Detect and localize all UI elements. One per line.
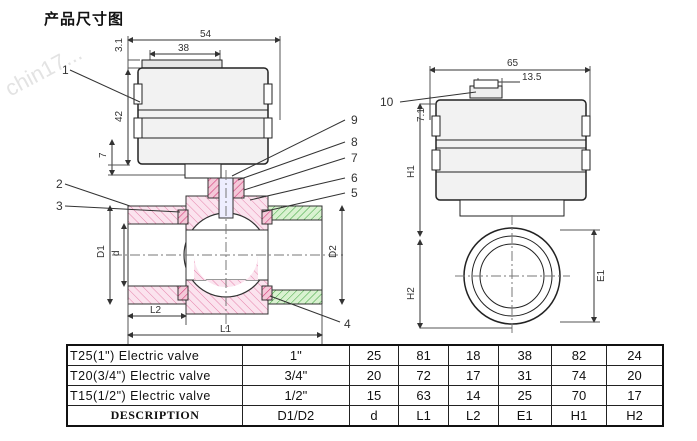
callout-10-group: 10 bbox=[380, 91, 477, 109]
table-cell: 20 bbox=[606, 365, 664, 386]
table-cell: 24 bbox=[606, 344, 664, 366]
dim-e1: E1 bbox=[560, 229, 607, 323]
table-header-row: DESCRIPTION D1/D2 d L1 L2 E1 H1 H2 bbox=[66, 405, 664, 427]
table-cell: 38 bbox=[497, 344, 552, 366]
dim-7: 7 bbox=[98, 139, 190, 176]
table-header-cell: d bbox=[348, 405, 400, 427]
table-cell: 25 bbox=[497, 385, 552, 406]
dim-l2: L2 bbox=[127, 300, 187, 345]
valve-body-section bbox=[112, 170, 345, 330]
dim-7-label: 7 bbox=[98, 152, 109, 158]
dim-42: 42 bbox=[114, 69, 131, 166]
table-cell: 31 bbox=[497, 365, 552, 386]
callout-3: 3 bbox=[56, 199, 63, 213]
table-cell: 17 bbox=[447, 365, 499, 386]
table-cell: T15(1/2") Electric valve bbox=[66, 385, 243, 406]
callout-8: 8 bbox=[351, 135, 358, 149]
dim-d1: D1 bbox=[96, 205, 113, 305]
dim-l1-label: L1 bbox=[220, 324, 232, 335]
callout-9: 9 bbox=[351, 113, 358, 127]
dim-3-1: 3.1 bbox=[114, 38, 140, 69]
callouts-front: 1 2 3 4 5 6 7 8 9 bbox=[56, 63, 358, 331]
dim-l1: L1 bbox=[127, 304, 323, 345]
spec-table: T25(1") Electric valve 1" 25 81 18 38 82… bbox=[66, 344, 664, 427]
table-header-cell: L1 bbox=[398, 405, 449, 427]
actuator-front bbox=[133, 59, 273, 179]
callout-7: 7 bbox=[351, 151, 358, 165]
dim-e1-label: E1 bbox=[596, 269, 607, 282]
table-cell: 70 bbox=[550, 385, 608, 406]
dim-d2: D2 bbox=[328, 205, 345, 305]
table-header-cell: D1/D2 bbox=[242, 405, 350, 427]
callout-4: 4 bbox=[344, 317, 351, 331]
table-cell: 74 bbox=[550, 365, 608, 386]
table-cell: 15 bbox=[348, 385, 400, 406]
table-header-cell: E1 bbox=[497, 405, 552, 427]
page-title: 产品尺寸图 bbox=[44, 10, 125, 28]
pipe-end-view bbox=[420, 215, 570, 335]
table-cell: 3/4" bbox=[242, 365, 350, 386]
callout-5: 5 bbox=[351, 186, 358, 200]
table-header-cell: L2 bbox=[447, 405, 499, 427]
dim-54: 54 bbox=[127, 29, 281, 120]
table-header-cell: DESCRIPTION bbox=[66, 405, 243, 427]
dim-d1-label: D1 bbox=[96, 245, 107, 258]
table-cell: 14 bbox=[447, 385, 499, 406]
dim-h2: H2 bbox=[406, 239, 423, 329]
table-cell: 1" bbox=[242, 344, 350, 366]
table-cell: 20 bbox=[348, 365, 400, 386]
table-cell: 17 bbox=[606, 385, 664, 406]
dim-l2-label: L2 bbox=[150, 305, 162, 316]
table-header-cell: H2 bbox=[606, 405, 664, 427]
dim-h1: H1 bbox=[406, 103, 423, 237]
dim-38-label: 38 bbox=[178, 43, 190, 54]
table-cell: 18 bbox=[447, 344, 499, 366]
dim-d2-label: D2 bbox=[328, 245, 339, 258]
table-row: T20(3/4") Electric valve 3/4" 20 72 17 3… bbox=[66, 365, 664, 386]
dim-13-5-label: 13.5 bbox=[522, 72, 542, 83]
table-row: T25(1") Electric valve 1" 25 81 18 38 82… bbox=[66, 344, 664, 366]
dim-d-label: d bbox=[111, 250, 122, 256]
dim-3-1-label: 3.1 bbox=[114, 38, 125, 52]
callout-10: 10 bbox=[380, 95, 394, 109]
dim-d: d bbox=[111, 223, 127, 287]
table-cell: 72 bbox=[398, 365, 449, 386]
dim-7-1-label: 7.1 bbox=[416, 108, 427, 122]
table-header-cell: H1 bbox=[550, 405, 608, 427]
callout-6: 6 bbox=[351, 171, 358, 185]
dim-54-label: 54 bbox=[200, 29, 212, 40]
table-cell: 63 bbox=[398, 385, 449, 406]
table-cell: T25(1") Electric valve bbox=[66, 344, 243, 366]
table-cell: 82 bbox=[550, 344, 608, 366]
table-row: T15(1/2") Electric valve 1/2" 15 63 14 2… bbox=[66, 385, 664, 406]
table-cell: 81 bbox=[398, 344, 449, 366]
table-cell: 1/2" bbox=[242, 385, 350, 406]
actuator-side bbox=[420, 79, 591, 217]
table-cell: T20(3/4") Electric valve bbox=[66, 365, 243, 386]
callout-2: 2 bbox=[56, 177, 63, 191]
dim-42-label: 42 bbox=[114, 110, 125, 122]
dim-h2-label: H2 bbox=[406, 287, 417, 300]
dim-65-label: 65 bbox=[507, 58, 519, 69]
dim-h1-label: H1 bbox=[406, 165, 417, 178]
table-cell: 25 bbox=[348, 344, 400, 366]
callout-1: 1 bbox=[62, 63, 69, 77]
